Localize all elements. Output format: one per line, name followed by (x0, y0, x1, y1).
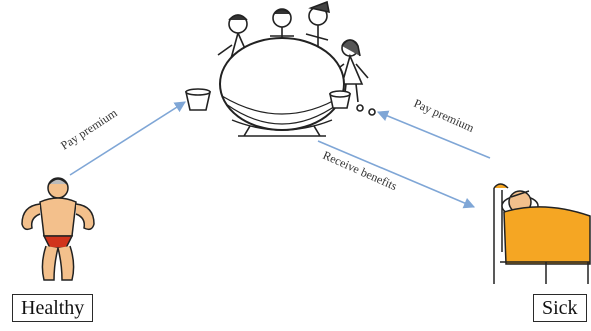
sick-in-bed-icon (494, 184, 590, 284)
arrow-sick-to-pot (378, 112, 490, 158)
sick-label: Sick (533, 294, 587, 322)
arrow-healthy-to-pot (70, 102, 185, 175)
arrow-pot-to-sick (318, 141, 474, 207)
label-pay-premium-left: Pay premium (58, 105, 120, 152)
people-around-pot-icon (186, 2, 375, 136)
muscular-man-icon (22, 178, 94, 280)
healthy-label: Healthy (12, 294, 93, 322)
